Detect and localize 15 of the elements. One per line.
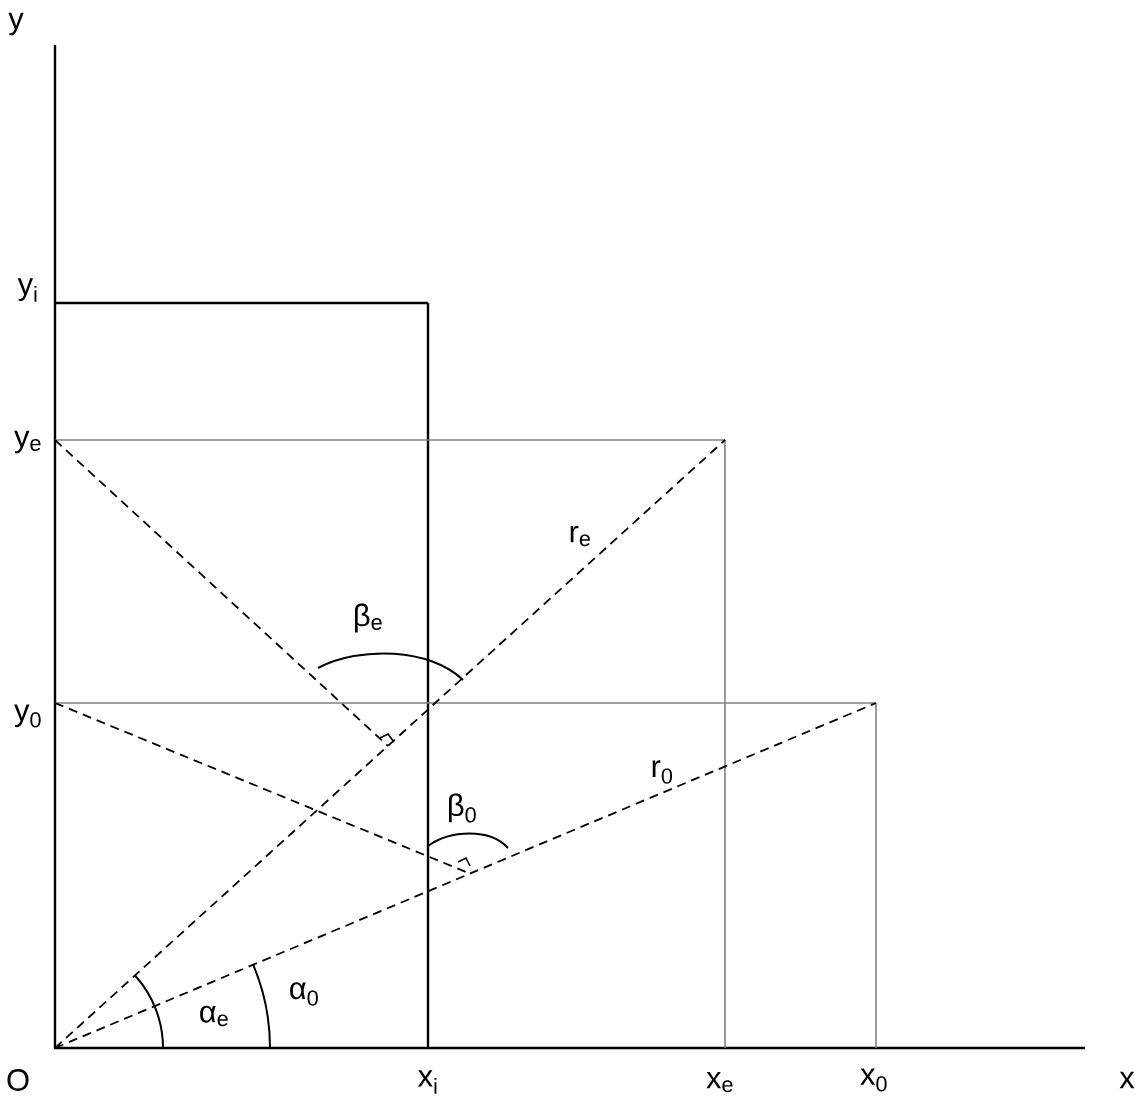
- tick-label: y$_{0}$: [14, 704, 41, 728]
- tick-label: x$_{e}$: [706, 1071, 733, 1093]
- tick-label: y$_{i}$: [17, 278, 37, 302]
- angle-label: β$_{0}$: [449, 793, 476, 823]
- origin-label: O: [7, 1069, 29, 1091]
- angle-label: α$_{0}$: [290, 982, 318, 1006]
- tick-label: x$_{0}$: [860, 1068, 887, 1092]
- tick-label: x$_{i}$: [418, 1070, 437, 1094]
- tick-label: y$_{e}$: [14, 430, 41, 454]
- angle-label: α$_{e}$: [200, 1005, 228, 1027]
- line-label: r$_{e}$: [570, 525, 590, 547]
- line-label: r$_{0}$: [652, 760, 673, 784]
- axis-label: x: [1119, 1071, 1135, 1089]
- axis-label: y: [8, 12, 24, 36]
- angle-label: β$_{e}$: [355, 603, 382, 633]
